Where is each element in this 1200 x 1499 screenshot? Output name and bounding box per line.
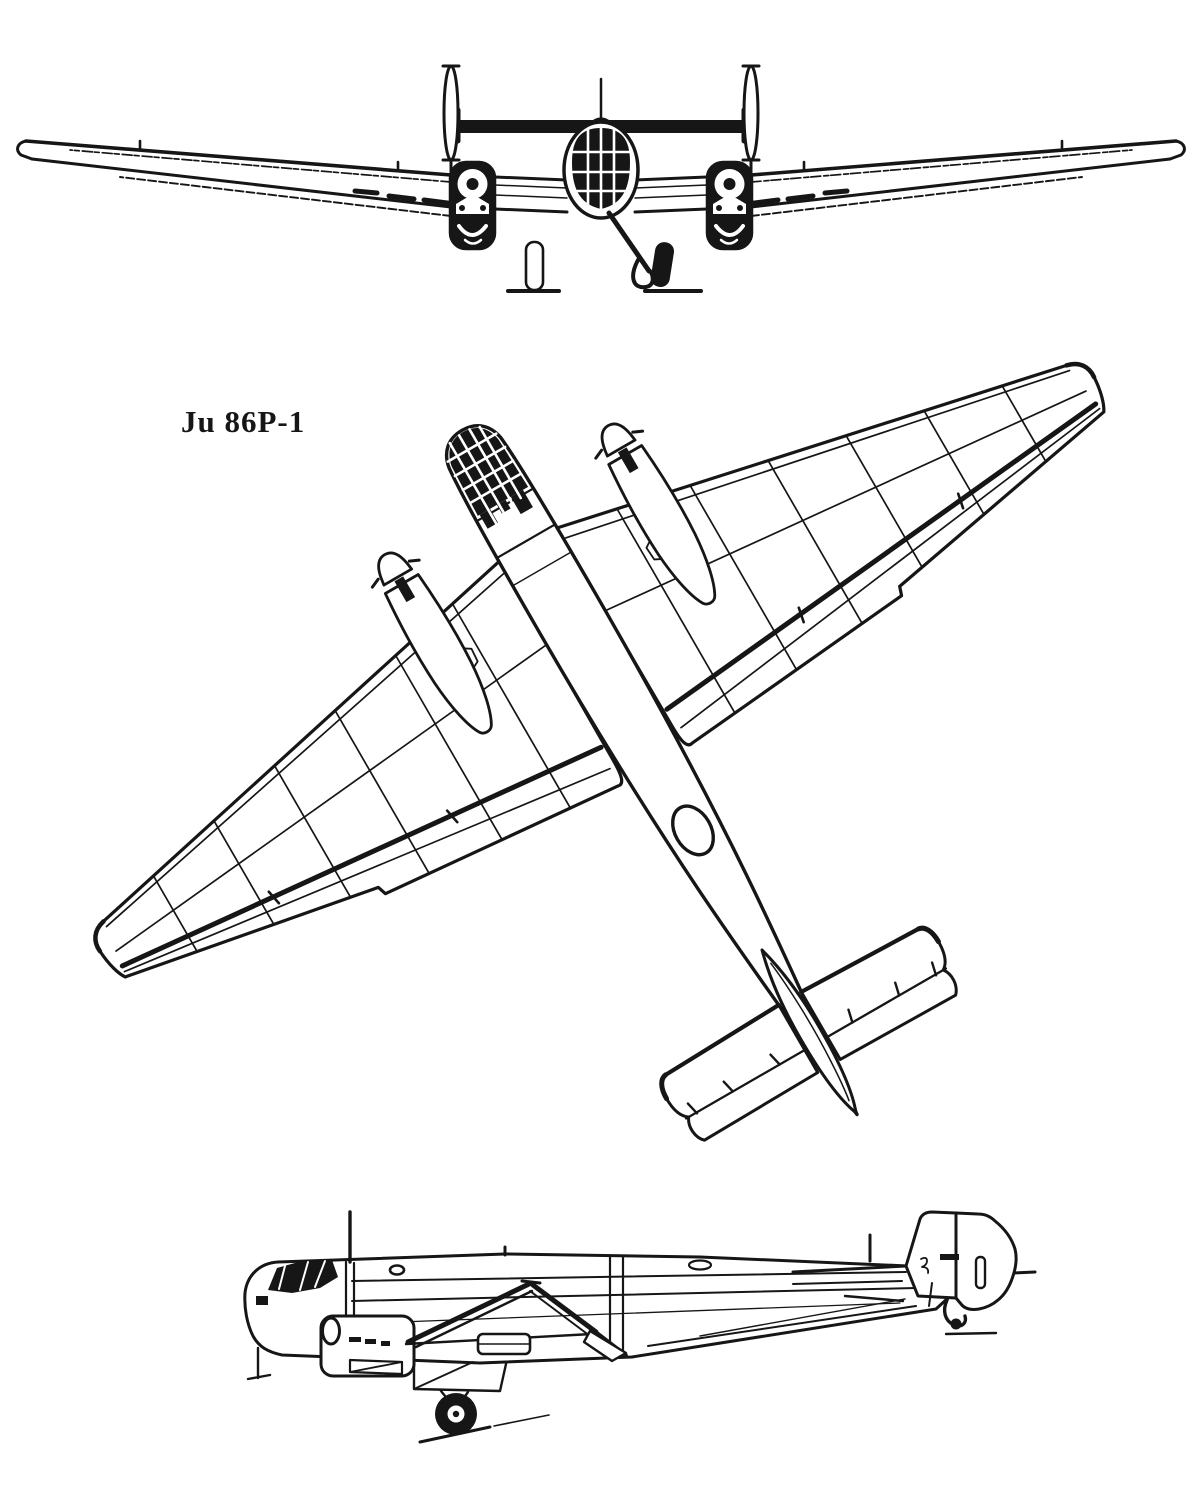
front-wing-center-lines (494, 184, 568, 199)
plan-elevator-ticks (847, 961, 938, 1024)
side-far-wing-edge (647, 1305, 917, 1347)
side-tail-ground-line (944, 1331, 998, 1336)
plan-wing-rib-lines (616, 386, 1047, 714)
side-cockpit-glazing (256, 1260, 338, 1305)
plan-dorsal-hatch (671, 804, 715, 857)
front-gear-hook (631, 258, 655, 290)
plan-propeller-blades (594, 429, 645, 460)
front-wingtip-cap (16, 139, 34, 161)
side-pitot (246, 1346, 272, 1381)
side-flap-wedge (582, 1329, 628, 1363)
side-tail-wheel (950, 1318, 962, 1330)
front-cockpit-glazing (571, 126, 631, 211)
front-wing-top-edge (24, 139, 453, 177)
plan-nacelle-exhaust (645, 540, 662, 561)
front-pitot-post (524, 240, 545, 292)
side-dorsal-notch (687, 1259, 713, 1271)
top-view (0, 361, 1106, 1401)
side-main-wheel (435, 1393, 477, 1435)
plan-fuselage (444, 424, 859, 1117)
aircraft-designation-label: Ju 86P-1 (181, 404, 306, 439)
plan-tailplane-tip-arc (915, 925, 941, 945)
side-trim-slot (974, 1255, 987, 1290)
side-tailplane-le (791, 1264, 908, 1274)
side-window-oval (388, 1264, 406, 1276)
plan-wing-right (554, 361, 1106, 747)
front-half-right (635, 66, 1184, 249)
side-view (243, 1210, 1037, 1444)
front-chin-intake (457, 224, 488, 237)
front-wing-bottom-edge (30, 157, 453, 209)
plan-tailplane-right (799, 925, 958, 1061)
front-view (16, 64, 1185, 293)
front-engine-nacelle (448, 160, 497, 251)
plan-cockpit-glazing (446, 425, 533, 529)
side-engine-nacelle (319, 1314, 416, 1378)
plan-wing-hinge-ticks (797, 492, 965, 624)
plan-wing-flap-gap (664, 401, 1099, 712)
front-half-left (16, 64, 569, 251)
front-wing-flap-line (119, 176, 452, 217)
front-gear-strut (606, 210, 652, 274)
side-fuselage-panel-lines (351, 1271, 917, 1302)
side-ground-line (418, 1425, 492, 1444)
front-wing-center-section (493, 175, 569, 214)
front-gear-wheel (650, 242, 675, 287)
front-wing-balance-ticks (138, 139, 400, 173)
front-wing-midline (69, 149, 452, 183)
side-tail (791, 1210, 1037, 1336)
plan-wingtip-arc (1064, 361, 1097, 380)
side-fin-marking (920, 1256, 930, 1274)
plan-fin-rudder (760, 948, 858, 1115)
plan-propeller-spinner (600, 422, 637, 458)
front-propeller-blade (442, 64, 460, 162)
side-elevator (843, 1294, 905, 1303)
side-cowl-ring (321, 1316, 341, 1346)
plan-engine-nacelle (594, 422, 717, 606)
plan-fin-inner-line (770, 962, 850, 1102)
plan-elevator-hinge (825, 967, 948, 1039)
side-far-tailplane-tip (1012, 1270, 1037, 1275)
plan-flap-midline (680, 407, 1101, 729)
side-frame-band-rear (608, 1254, 625, 1358)
front-radiator-hub (466, 178, 479, 190)
